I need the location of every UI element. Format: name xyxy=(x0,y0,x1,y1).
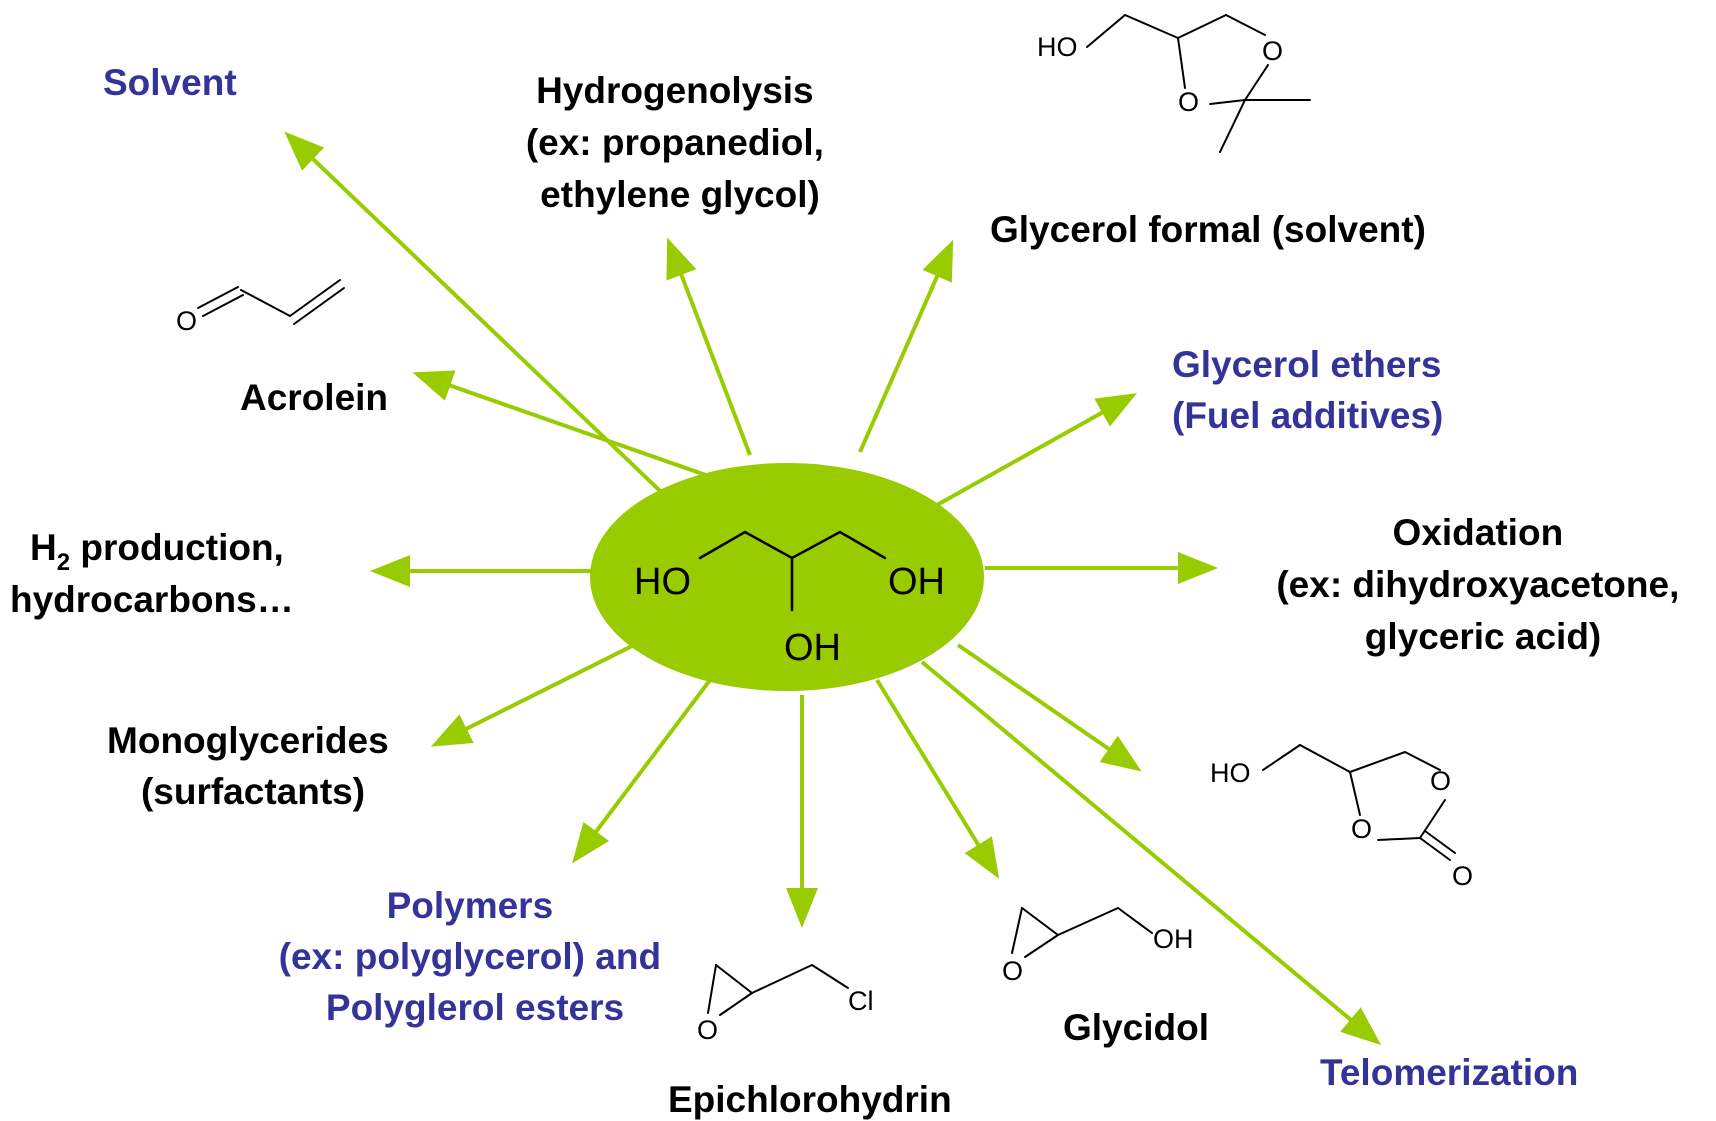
label-hydrogenolysis: Hydrogenolysis (ex: propanediol, ethylen… xyxy=(526,70,834,215)
acrolein-o: O xyxy=(176,306,197,336)
arrows xyxy=(284,131,1382,1046)
arrow-carbonate xyxy=(956,643,1142,772)
label-oxidation: Oxidation (ex: dihydroxyacetone, glyceri… xyxy=(1276,512,1689,657)
label-monoglycerides: Monoglycerides (surfactants) xyxy=(107,720,399,812)
arrow-glycerol-ethers xyxy=(936,393,1137,507)
formal-ho: HO xyxy=(1037,32,1078,62)
glycidol-o: O xyxy=(1002,956,1023,986)
label-polymers: Polymers (ex: polyglycerol) and Polygler… xyxy=(279,885,672,1028)
label-glycerol-formal: Glycerol formal (solvent) xyxy=(990,209,1426,250)
glycerol-ellipse xyxy=(590,463,984,691)
arrow-solvent xyxy=(284,131,682,512)
glycerol-center: HO OH OH xyxy=(590,463,984,691)
carbonate-o-carbonyl: O xyxy=(1452,861,1473,891)
epichlorohydrin-structure: O Cl xyxy=(697,964,874,1045)
arrow-telomerization xyxy=(920,660,1382,1046)
arrow-polymers xyxy=(572,678,712,864)
carbonate-o-ring-2: O xyxy=(1351,814,1372,844)
epichlorohydrin-cl: Cl xyxy=(848,986,874,1016)
arrow-monoglycerides xyxy=(430,641,639,747)
glycidol-structure: O OH xyxy=(1002,907,1194,986)
carbonate-o-ring-1: O xyxy=(1430,766,1451,796)
arrow-acrolein xyxy=(412,370,721,482)
glycidol-oh: OH xyxy=(1153,924,1194,954)
label-h2-production: H2 production, xyxy=(30,527,284,576)
carbonate-ho: HO xyxy=(1210,758,1251,788)
glycerol-carbonate-structure: HO O O O xyxy=(1210,744,1473,891)
epichlorohydrin-o: O xyxy=(697,1015,718,1045)
labels: Solvent Hydrogenolysis (ex: propanediol,… xyxy=(10,62,1689,1120)
glycerol-ho-left: HO xyxy=(634,561,691,603)
label-acrolein: Acrolein xyxy=(240,377,388,418)
arrow-hydrogenolysis xyxy=(666,237,752,456)
label-glycerol-ethers: Glycerol ethers (Fuel additives) xyxy=(1172,344,1452,436)
label-solvent: Solvent xyxy=(103,62,237,103)
label-epichlorohydrin: Epichlorohydrin xyxy=(668,1079,952,1120)
label-telomerization: Telomerization xyxy=(1320,1052,1578,1093)
glycerol-oh-right: OH xyxy=(888,561,945,603)
glycerol-formal-structure: HO O O xyxy=(1037,14,1311,153)
arrow-glycerol-formal xyxy=(858,239,954,453)
glycerol-oh-bottom: OH xyxy=(784,627,841,669)
formal-o-ring-2: O xyxy=(1178,87,1199,117)
label-glycidol: Glycidol xyxy=(1063,1007,1209,1048)
label-hydrocarbons: hydrocarbons… xyxy=(10,579,294,620)
arrow-glycidol xyxy=(875,678,1000,879)
acrolein-structure: O xyxy=(176,279,345,336)
formal-o-ring-1: O xyxy=(1262,36,1283,66)
